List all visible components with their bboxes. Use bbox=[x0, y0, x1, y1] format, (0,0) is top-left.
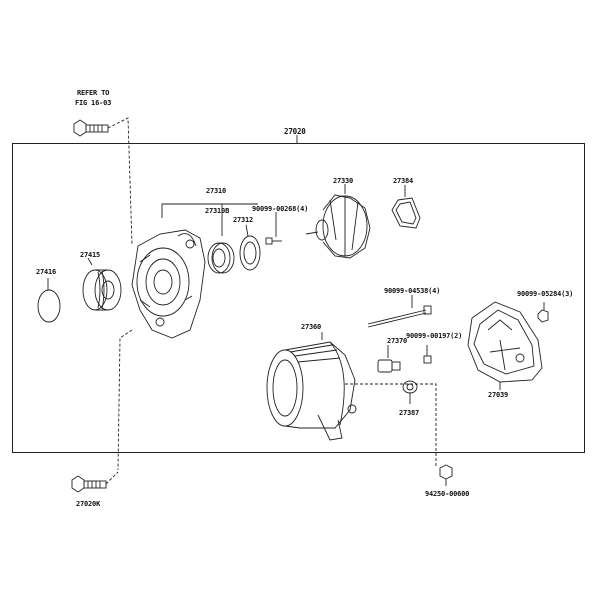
label-plate: 27312 bbox=[233, 216, 254, 224]
label-bearing: 27310B bbox=[205, 207, 230, 215]
front-housing-drawing bbox=[131, 229, 206, 339]
bottom-bolt-drawing bbox=[71, 471, 119, 493]
label-bottom-bolt: 27020K bbox=[76, 500, 101, 508]
bottom-bolt-dashed-leader bbox=[117, 329, 133, 471]
long-bolt-drawing bbox=[367, 295, 432, 328]
plate-drawing bbox=[239, 224, 261, 271]
rear-cover-drawing bbox=[467, 301, 543, 390]
label-terminal: 27387 bbox=[399, 409, 420, 417]
label-fig-ref: FIG 16-03 bbox=[75, 99, 112, 107]
connector-drawing bbox=[377, 345, 401, 373]
label-assembly: 27020 bbox=[284, 127, 306, 136]
bottom-nut-drawing bbox=[439, 464, 453, 486]
right-nut-drawing bbox=[537, 302, 549, 323]
label-bottom-nut: 94250-00600 bbox=[425, 490, 470, 498]
bottom-nut-dashed-leader bbox=[345, 383, 437, 468]
label-pulley: 27415 bbox=[80, 251, 101, 259]
cap-drawing bbox=[37, 278, 61, 323]
top-bolt-drawing bbox=[73, 119, 109, 137]
label-cap: 27416 bbox=[36, 268, 57, 276]
stator-frame-drawing bbox=[266, 332, 357, 441]
bearing-drawing bbox=[207, 242, 235, 274]
label-connector: 27370 bbox=[387, 337, 408, 345]
label-mid-screw: 90099-00197(2) bbox=[406, 332, 463, 340]
label-rear-cover: 27039 bbox=[488, 391, 509, 399]
label-refer-to: REFER TO bbox=[77, 89, 110, 97]
rotor-drawing bbox=[305, 184, 371, 259]
label-long-bolt: 90099-04538(4) bbox=[384, 287, 441, 295]
label-right-nut: 90099-05284(3) bbox=[517, 290, 574, 298]
bracket-set-leader bbox=[161, 203, 258, 218]
small-screw-drawing bbox=[265, 212, 282, 245]
ring-drawing bbox=[391, 185, 421, 229]
label-ring: 27384 bbox=[393, 177, 414, 185]
pulley-drawing bbox=[82, 257, 122, 311]
label-rotor: 27330 bbox=[333, 177, 354, 185]
label-bracket-set: 27310 bbox=[206, 187, 227, 195]
top-bolt-dashed-leader bbox=[107, 117, 133, 246]
mid-screw-drawing bbox=[423, 345, 432, 364]
label-stator-frame: 27360 bbox=[301, 323, 322, 331]
assembly-frame bbox=[12, 143, 585, 453]
label-small-screw: 90099-00268(4) bbox=[252, 205, 309, 213]
